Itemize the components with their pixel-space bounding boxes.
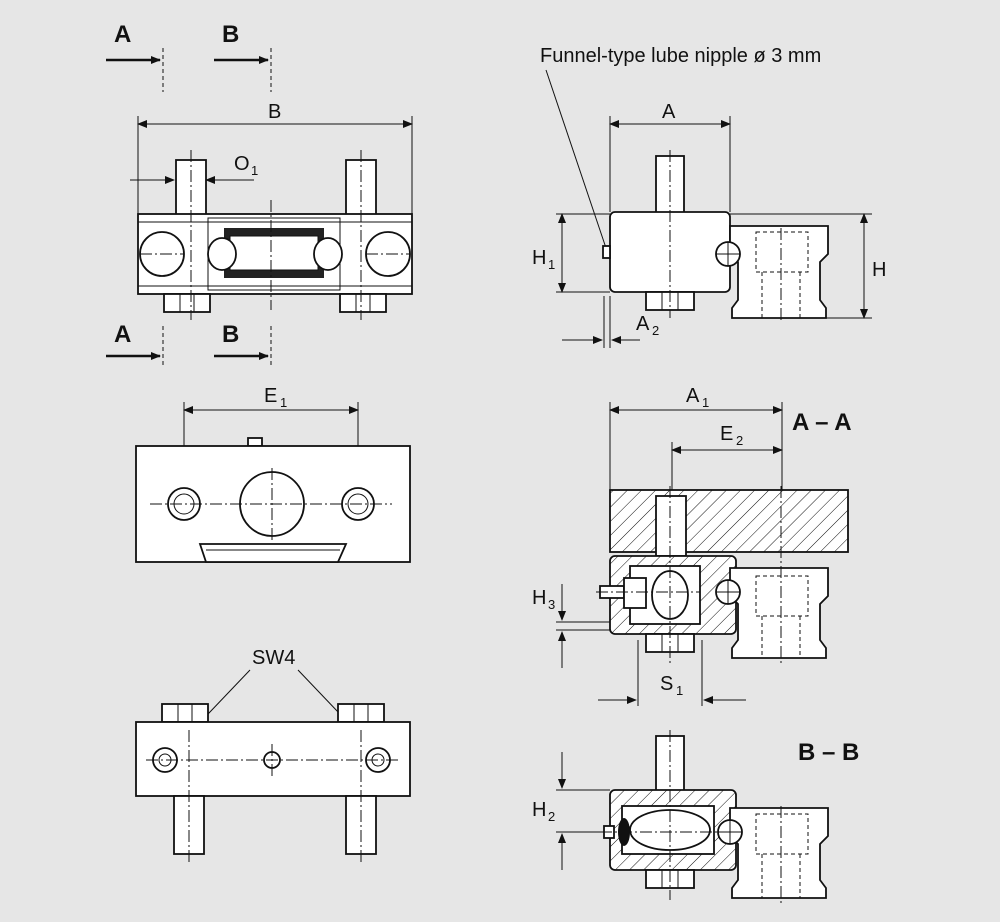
dim-o1-sub: 1 xyxy=(251,163,258,178)
section-b-b: B – B H 2 xyxy=(532,730,859,904)
dim-h1-sub: 1 xyxy=(548,257,555,272)
dim-o1-label: O xyxy=(234,153,250,175)
section-b-bottom-label: B xyxy=(222,321,239,348)
dim-a2-sub: 2 xyxy=(652,323,659,338)
dim-a1-label: A xyxy=(686,385,700,407)
dim-h2-label: H xyxy=(532,799,546,821)
dim-h1-label: H xyxy=(532,247,546,269)
dim-b-label: B xyxy=(268,101,281,123)
dim-e2-sub: 2 xyxy=(736,433,743,448)
dim-a2-label: A xyxy=(636,313,650,335)
sw4-label: SW4 xyxy=(252,647,295,669)
dim-e1-label: E xyxy=(264,385,277,407)
section-a-top-label: A xyxy=(114,21,131,48)
dim-a1-sub: 1 xyxy=(702,395,709,410)
side-view: Funnel-type lube nipple ø 3 mm A H 1 H xyxy=(532,45,886,348)
dim-h2-sub: 2 xyxy=(548,809,555,824)
dim-e2-label: E xyxy=(720,423,733,445)
section-a-bottom-label: A xyxy=(114,321,131,348)
bottom-view: SW4 xyxy=(135,647,411,862)
section-aa-title: A – A xyxy=(792,409,852,436)
section-b-top-label: B xyxy=(222,21,239,48)
dim-s1-sub: 1 xyxy=(676,683,683,698)
dim-a-label: A xyxy=(662,101,676,123)
section-a-a: A – A A 1 E 2 H 3 xyxy=(532,385,852,706)
dim-e1-sub: 1 xyxy=(280,395,287,410)
dim-h-label: H xyxy=(872,259,886,281)
section-bb-title: B – B xyxy=(798,739,859,766)
top-view: E 1 xyxy=(135,385,411,563)
front-view: A B B O 1 xyxy=(106,21,413,366)
dim-h3-label: H xyxy=(532,587,546,609)
lube-nipple-label: Funnel-type lube nipple ø 3 mm xyxy=(540,45,821,67)
dim-s1-label: S xyxy=(660,673,673,695)
dim-h3-sub: 3 xyxy=(548,597,555,612)
